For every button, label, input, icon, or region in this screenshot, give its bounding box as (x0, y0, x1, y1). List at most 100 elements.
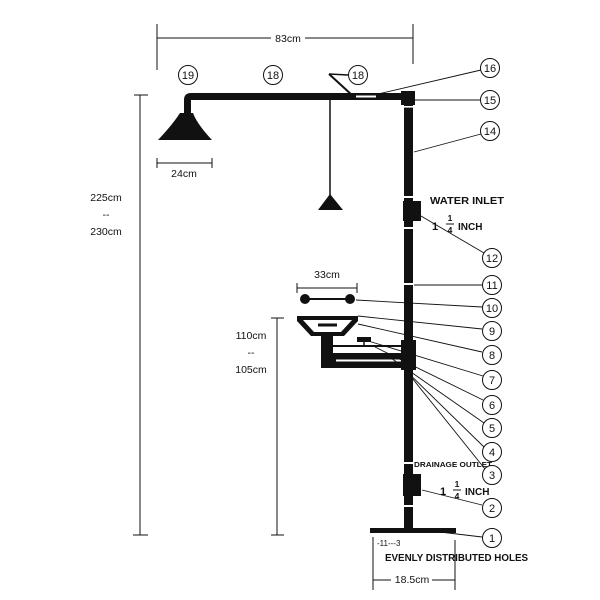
callout-14-number: 14 (484, 126, 496, 138)
drainage-outlet-size-numerator: 1 (455, 479, 460, 489)
main-vertical-pipe (404, 93, 413, 530)
callout-12: 12 (482, 248, 502, 268)
callout-4-circle (482, 442, 502, 462)
base-plate (370, 528, 456, 533)
callout-15-number: 15 (484, 95, 496, 107)
callout-16: 16 (480, 58, 500, 78)
callout-7-circle (482, 370, 502, 390)
callout-8-circle (482, 345, 502, 365)
overall-height-label-b: 230cm (90, 226, 122, 238)
eyewash-height-label-b: 105cm (235, 364, 267, 376)
pull-lever (328, 73, 354, 97)
callout-8-number: 8 (489, 350, 495, 362)
callout-9: 9 (482, 321, 502, 341)
callout-3: 3 (482, 465, 502, 485)
callout-19-number: 19 (182, 70, 194, 82)
base-holes-note: EVENLY DISTRIBUTED HOLES (385, 553, 528, 564)
callout-11-number: 11 (486, 280, 497, 292)
overall-height-label-a: 225cm (90, 192, 122, 204)
callout-10-number: 10 (486, 303, 498, 315)
leader-7 (364, 339, 484, 377)
callout-6-circle (482, 395, 502, 415)
leader-9 (357, 315, 483, 330)
callout-14: 14 (480, 121, 500, 141)
overall-width-dimension: 83cm (156, 24, 414, 70)
eyewash-height-dimension: 110cm -- 105cm (235, 317, 284, 536)
callout-11: 11 (482, 275, 502, 295)
callout-10-circle (482, 298, 502, 318)
callout-2: 2 (482, 498, 502, 518)
callout-12-number: 12 (486, 253, 498, 265)
callout-9-number: 9 (489, 326, 495, 338)
callout-4: 4 (482, 442, 502, 462)
pull-triangle-handle (318, 194, 343, 210)
water-inlet-size-unit: INCH (458, 222, 482, 233)
drainage-outlet-fitting (403, 474, 421, 496)
callout-16-circle (480, 58, 500, 78)
leader-14 (413, 133, 482, 153)
callout-16-number: 16 (484, 63, 496, 75)
shower-head-width-label: 24cm (171, 168, 197, 180)
base-hole-pattern: -11---3 (377, 539, 401, 548)
top-horizontal-pipe (184, 93, 413, 116)
leader-10 (355, 299, 483, 308)
base-dimension: 18.5cm -11---3 EVENLY DISTRIBUTED HOLES (372, 537, 528, 590)
pipe-joint-1 (404, 106, 413, 108)
water-inlet-size-denominator: 4 (448, 225, 453, 235)
base-width-label: 18.5cm (395, 574, 430, 586)
eyewash-height-label-sep: -- (248, 347, 255, 359)
water-inlet-fitting (403, 201, 421, 221)
callout-5-number: 5 (489, 423, 495, 435)
eyewash-bowl-drain (318, 323, 337, 327)
pipe-joint-3 (404, 227, 413, 229)
shower-head-width-dimension: 24cm (156, 158, 213, 180)
leader-16 (377, 69, 482, 95)
pipe-joint-2 (404, 196, 413, 198)
pipe-joint-6 (404, 505, 413, 507)
callout-14-circle (480, 121, 500, 141)
water-inlet-label-group: WATER INLET 1 1 4 INCH (430, 196, 504, 235)
top-elbow-joint (401, 91, 415, 105)
pull-lever-link (328, 73, 349, 76)
leader-4 (396, 361, 485, 448)
callouts: 19 18 18 16 15 14 12 11 (178, 58, 502, 548)
overall-height-label-sep: -- (103, 209, 110, 221)
callout-6: 6 (482, 395, 502, 415)
shower-head (158, 113, 212, 140)
callout-3-number: 3 (489, 470, 495, 482)
pipe-joint-4 (404, 283, 413, 285)
overall-width-label: 83cm (275, 33, 301, 45)
leader-5 (387, 355, 485, 424)
callout-8: 8 (482, 345, 502, 365)
eyewash-height-label-a: 110cm (236, 330, 267, 342)
callout-6-number: 6 (489, 400, 495, 412)
eyewash-nozzle-right (345, 294, 355, 304)
leader-12 (420, 215, 485, 254)
callout-2-number: 2 (489, 503, 495, 515)
callout-7-number: 7 (489, 375, 495, 387)
callout-3-circle (482, 465, 502, 485)
drainage-outlet-label: DRAINAGE OUTLET (414, 460, 492, 469)
callout-9-circle (482, 321, 502, 341)
drainage-outlet-label-group: DRAINAGE OUTLET 1 1 4 INCH (414, 460, 492, 501)
leader-2 (421, 489, 483, 506)
callout-18-lever-number: 18 (352, 70, 364, 82)
callout-5-circle (482, 418, 502, 438)
callout-10: 10 (482, 298, 502, 318)
callout-5: 5 (482, 418, 502, 438)
shower-valve-body (356, 95, 376, 98)
callout-7: 7 (482, 370, 502, 390)
callout-2-circle (482, 498, 502, 518)
callout-4-number: 4 (489, 447, 495, 459)
callout-18-lever: 18 (348, 65, 368, 85)
drainage-outlet-size-unit: INCH (465, 487, 489, 498)
drainage-outlet-size-denominator: 4 (455, 491, 460, 501)
callout-11-circle (482, 275, 502, 295)
eyewash-bowl-width-label: 33cm (314, 269, 340, 281)
callout-15-circle (480, 90, 500, 110)
eyewash-push-handle (357, 337, 371, 342)
eyewash-tee-joint (401, 340, 416, 370)
leader-3 (403, 367, 486, 470)
